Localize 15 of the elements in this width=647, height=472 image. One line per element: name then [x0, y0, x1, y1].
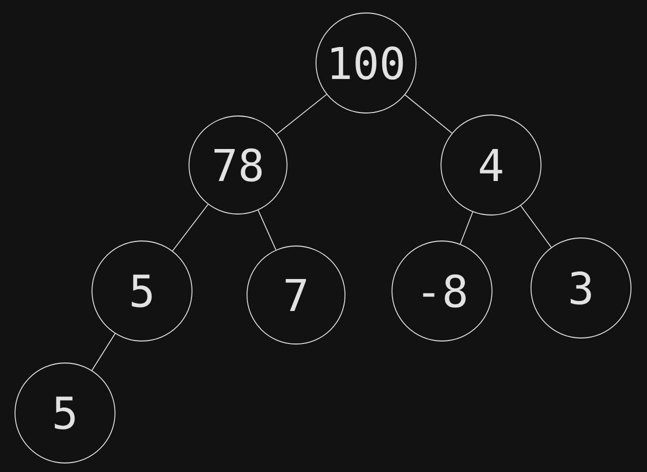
tree-node: 4: [440, 114, 542, 216]
tree-node: 3: [530, 238, 632, 338]
connector-line: [258, 210, 276, 250]
tree-node: -8: [392, 240, 492, 342]
tree-node: 5: [92, 240, 192, 342]
connector-line: [460, 212, 474, 244]
tree-node: 5: [14, 362, 116, 464]
tree-node: 100: [316, 12, 416, 114]
connector-line: [172, 204, 208, 252]
connector-line: [404, 94, 452, 134]
connector-line: [91, 333, 116, 371]
connector-line: [520, 205, 552, 248]
tree-node: 7: [246, 246, 346, 344]
connector-line: [276, 94, 327, 135]
tree-node: 78: [188, 116, 288, 214]
